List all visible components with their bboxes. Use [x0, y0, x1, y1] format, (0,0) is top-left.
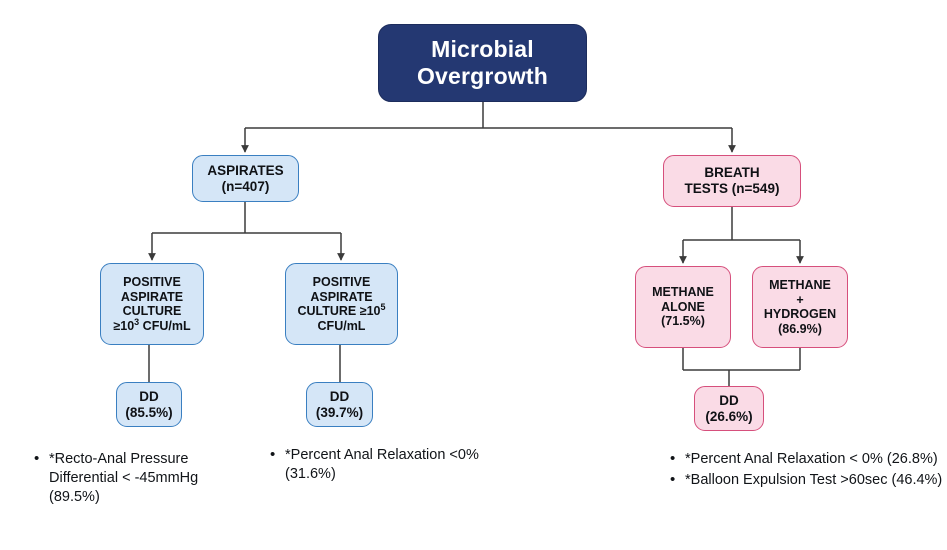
- dd1-value: (85.5%): [125, 404, 173, 420]
- methane-h2-value: (86.9%): [778, 321, 822, 336]
- node-positive-aspirate-culture-10e3[interactable]: POSITIVE ASPIRATE CULTURE ≥103 CFU/mL: [100, 263, 204, 345]
- aspirates-count: (n=407): [221, 178, 270, 194]
- breath-tests-count: TESTS (n=549): [684, 181, 780, 196]
- node-positive-aspirate-culture-10e5[interactable]: POSITIVE ASPIRATE CULTURE ≥105 CFU/mL: [285, 263, 398, 345]
- methane-alone-line-1: METHANE: [652, 285, 714, 300]
- node-methane-alone[interactable]: METHANE ALONE (71.5%): [635, 266, 731, 348]
- pac5-threshold-exponent: 5: [380, 301, 386, 312]
- methane-alone-line-2: ALONE: [661, 299, 705, 314]
- footnote-item: *Balloon Expulsion Test >60sec (46.4%): [668, 470, 943, 490]
- node-microbial-overgrowth[interactable]: Microbial Overgrowth: [378, 24, 587, 102]
- footnotes-aspirate-10e3: *Recto-Anal Pressure Differential < -45m…: [32, 449, 247, 509]
- pac3-line-1: POSITIVE: [123, 275, 181, 289]
- pac5-threshold: CULTURE ≥105: [297, 301, 386, 318]
- node-methane-hydrogen[interactable]: METHANE + HYDROGEN (86.9%): [752, 266, 848, 348]
- node-dd-aspirate-10e5[interactable]: DD (39.7%): [306, 382, 373, 427]
- methane-h2-line-1: METHANE: [769, 278, 831, 292]
- pac5-line-1: POSITIVE: [312, 275, 371, 289]
- pac3-threshold-exponent: 3: [134, 316, 140, 327]
- footnotes-breath-tests: *Percent Anal Relaxation < 0% (26.8%) *B…: [668, 449, 943, 492]
- root-line-1: Microbial: [431, 36, 534, 63]
- node-aspirates[interactable]: ASPIRATES (n=407): [192, 155, 299, 202]
- pac3-line-2: ASPIRATE: [120, 289, 184, 304]
- pac5-threshold-pre: CULTURE ≥10: [297, 304, 381, 318]
- dd2-label: DD: [329, 388, 350, 404]
- pac3-threshold: ≥103 CFU/mL: [113, 316, 191, 333]
- node-dd-breath-tests[interactable]: DD (26.6%): [694, 386, 764, 431]
- node-breath-tests[interactable]: BREATH TESTS (n=549): [663, 155, 801, 207]
- methane-h2-plus: +: [796, 292, 804, 307]
- dd2-value: (39.7%): [315, 404, 364, 420]
- footnote-item: *Recto-Anal Pressure Differential < -45m…: [32, 449, 247, 507]
- dd3-label: DD: [719, 392, 739, 408]
- root-line-2: Overgrowth: [416, 63, 549, 89]
- aspirates-label: ASPIRATES: [207, 162, 284, 178]
- footnote-item: *Percent Anal Relaxation <0% (31.6%): [268, 445, 483, 484]
- dd1-label: DD: [139, 388, 159, 404]
- methane-h2-line-3: HYDROGEN: [763, 307, 837, 321]
- dd3-value: (26.6%): [705, 408, 753, 424]
- pac5-unit: CFU/mL: [317, 318, 366, 333]
- methane-alone-value: (71.5%): [661, 314, 705, 329]
- pac3-line-3: CULTURE: [122, 304, 182, 318]
- pac3-threshold-unit: CFU/mL: [139, 318, 191, 333]
- footnote-item: *Percent Anal Relaxation < 0% (26.8%): [668, 449, 943, 469]
- breath-tests-label: BREATH: [704, 165, 760, 181]
- pac3-threshold-pre: ≥10: [113, 318, 135, 333]
- node-dd-aspirate-10e3[interactable]: DD (85.5%): [116, 382, 182, 427]
- footnotes-aspirate-10e5: *Percent Anal Relaxation <0% (31.6%): [268, 445, 483, 486]
- pac5-line-2: ASPIRATE: [310, 289, 373, 304]
